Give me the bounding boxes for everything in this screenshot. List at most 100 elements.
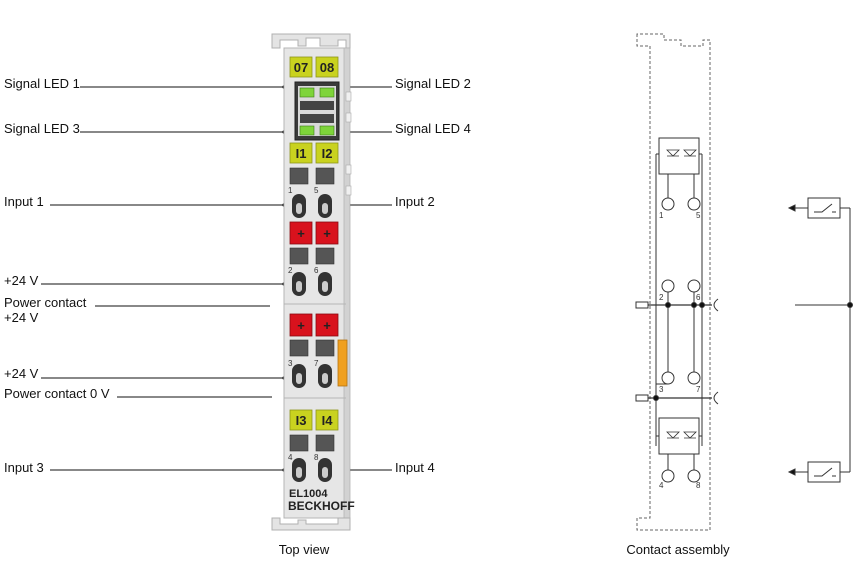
power-contact-pin: [635, 301, 649, 309]
side-notch: [345, 91, 352, 102]
contact-2: [661, 279, 675, 293]
label-signal-led-3: Signal LED 3: [4, 121, 80, 136]
release-slot: [315, 339, 335, 357]
chip-07: [289, 56, 313, 78]
label-power-contact-24-line2: +24 V: [4, 310, 39, 325]
side-notch: [345, 164, 352, 175]
label-plus24-a: +24 V: [4, 273, 39, 288]
schematic-numbers: 1 5 2 6 3 7 4 8: [659, 211, 701, 490]
diode-symbols: [666, 431, 697, 439]
plus-label: +: [323, 318, 331, 333]
junction: [691, 302, 697, 308]
sensor-switch-bottom: [807, 461, 841, 483]
terminal-number: 7: [314, 359, 319, 368]
schem-number: 5: [696, 211, 701, 220]
label-power-contact-0v: Power contact 0 V: [4, 386, 110, 401]
junction: [699, 302, 705, 308]
release-slot: [289, 167, 309, 185]
led-slot: [300, 101, 334, 110]
contact-assembly: [635, 33, 853, 531]
switch-symbol: [814, 203, 836, 213]
terminal-number: 2: [288, 266, 293, 275]
contact-5: [687, 197, 701, 211]
terminal-row-3: 3 7: [288, 339, 335, 388]
terminal-row-2: 2 6: [288, 247, 335, 296]
orange-power-tab: [337, 339, 348, 387]
power-chip-plus: [315, 221, 339, 245]
chip-07-label: 07: [294, 60, 308, 75]
schem-number: 6: [696, 293, 701, 302]
power-chip-plus: [289, 313, 313, 337]
schem-number: 4: [659, 481, 664, 490]
contact-opening: [296, 203, 302, 214]
label-plus24-b: +24 V: [4, 366, 39, 381]
schem-number: 3: [659, 385, 664, 394]
sensor-switch-top: [807, 197, 841, 219]
side-notch: [345, 112, 352, 123]
contact-opening: [296, 467, 302, 478]
junction: [665, 302, 671, 308]
power-contact-spring: [713, 391, 719, 405]
chip-08: [315, 56, 339, 78]
contact-opening: [322, 373, 328, 384]
top-latch: [271, 33, 351, 49]
signal-led-1: [299, 87, 315, 98]
contact-1: [661, 197, 675, 211]
contact-8: [687, 469, 701, 483]
chip-i4-label: I4: [322, 413, 334, 428]
release-slot: [315, 247, 335, 265]
side-notch: [345, 185, 352, 196]
chip-i2: [315, 142, 339, 164]
diode-symbols: [666, 149, 697, 157]
plus-label: +: [297, 226, 305, 241]
contact-opening: [296, 373, 302, 384]
plus-label: +: [297, 318, 305, 333]
release-slot: [289, 339, 309, 357]
led-slot: [300, 114, 334, 123]
schem-number: 1: [659, 211, 664, 220]
optocoupler-top: [658, 137, 700, 175]
label-input-2: Input 2: [395, 194, 435, 209]
model-label: EL1004: [289, 488, 328, 500]
chip-i3: [289, 409, 313, 431]
brand-logo: BECKHOFF: [288, 499, 355, 513]
signal-led-4: [319, 125, 335, 136]
caption-contact-assembly: Contact assembly: [626, 542, 730, 557]
terminal-module: 07 08 I1 I2 1 5 + +: [271, 33, 355, 531]
schem-number: 7: [696, 385, 701, 394]
callouts: Signal LED 1 Signal LED 3 Input 1 +24 V …: [4, 76, 471, 475]
switch-symbol: [814, 467, 836, 477]
chip-08-label: 08: [320, 60, 334, 75]
module-outline-dashed: [636, 33, 711, 531]
power-chip-plus: [315, 313, 339, 337]
power-contact-pin: [635, 394, 649, 402]
chip-i4: [315, 409, 339, 431]
contact-7: [687, 371, 701, 385]
label-input-1: Input 1: [4, 194, 44, 209]
label-signal-led-2: Signal LED 2: [395, 76, 471, 91]
contact-3: [661, 371, 675, 385]
terminal-row-4: 4 8: [288, 434, 335, 482]
junction: [847, 302, 853, 308]
label-input-3: Input 3: [4, 460, 44, 475]
chip-i2-label: I2: [322, 146, 333, 161]
chip-i1: [289, 142, 313, 164]
signal-led-2: [319, 87, 335, 98]
label-input-4: Input 4: [395, 460, 435, 475]
contact-6: [687, 279, 701, 293]
signal-led-3: [299, 125, 315, 136]
terminal-number: 4: [288, 453, 293, 462]
schem-number: 2: [659, 293, 664, 302]
release-slot: [289, 247, 309, 265]
bottom-latch: [271, 517, 351, 531]
terminal-number: 1: [288, 186, 293, 195]
terminal-number: 6: [314, 266, 319, 275]
chip-i3-label: I3: [296, 413, 307, 428]
schem-number: 8: [696, 481, 701, 490]
arrow-head: [787, 468, 796, 476]
contact-4: [661, 469, 675, 483]
power-chip-plus: [289, 221, 313, 245]
label-signal-led-1: Signal LED 1: [4, 76, 80, 91]
junction: [653, 395, 659, 401]
